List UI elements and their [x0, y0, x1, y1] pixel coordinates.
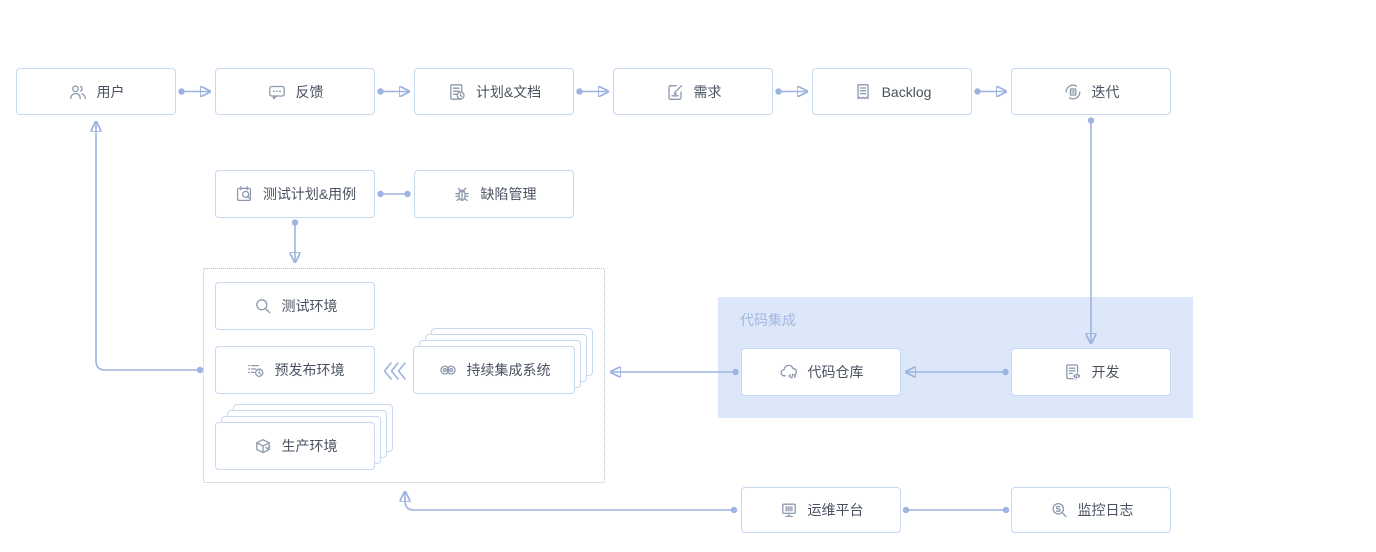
node-defect: 缺陷管理	[414, 170, 574, 218]
node-plan-doc: 计划&文档	[414, 68, 574, 115]
bug-icon	[452, 184, 472, 204]
node-label: 生产环境	[281, 438, 338, 454]
node-test-env: 测试环境	[215, 282, 375, 330]
connector-user-feedback	[178, 88, 209, 94]
node-staging-env: 预发布环境	[215, 346, 375, 394]
node-ci-system: 持续集成系统	[413, 346, 575, 394]
document-code-icon	[1063, 362, 1083, 382]
connector-testplan-defect	[377, 190, 411, 198]
node-prod-env: 生产环境	[215, 422, 375, 470]
connector-ops-environments	[405, 493, 738, 514]
node-dev: 开发	[1011, 348, 1171, 396]
node-label: 测试计划&用例	[262, 186, 357, 202]
node-label: 计划&文档	[475, 83, 542, 100]
node-label: 预发布环境	[274, 362, 345, 378]
comment-dots-icon	[267, 82, 287, 102]
document-clock-icon	[447, 82, 467, 102]
clipboard-search-icon	[234, 184, 254, 204]
connector-requirement-backlog	[775, 88, 806, 94]
node-label: 用户	[96, 83, 125, 100]
log-search-icon	[1049, 500, 1069, 520]
connector-testplan-environments	[292, 219, 298, 261]
environments-group	[203, 268, 605, 483]
users-icon	[68, 82, 88, 102]
package-check-icon	[253, 436, 273, 456]
node-label: 持续集成系统	[466, 362, 551, 378]
node-label: 开发	[1091, 364, 1120, 380]
triple-chevron-left-icon	[382, 360, 406, 387]
connector-dev-coderepo	[907, 369, 1009, 375]
node-monitor-log: 监控日志	[1011, 487, 1171, 533]
connector-plan-requirement	[576, 88, 607, 94]
cycle-list-icon	[1063, 82, 1083, 102]
node-label: 反馈	[295, 83, 324, 100]
connector-iteration-dev	[1088, 117, 1094, 342]
document-edit-icon	[665, 82, 685, 102]
node-label: 测试环境	[281, 298, 338, 314]
node-ops-platform: 运维平台	[741, 487, 901, 533]
monitor-icon	[779, 500, 799, 520]
node-iteration: 迭代	[1011, 68, 1171, 115]
cloud-code-icon	[779, 362, 799, 382]
node-code-repo: 代码仓库	[741, 348, 901, 396]
connector-backlog-iteration	[974, 88, 1005, 94]
linked-circles-icon	[438, 360, 458, 380]
node-label: Backlog	[881, 83, 932, 100]
connector-environments-user	[96, 123, 204, 374]
receipt-list-icon	[853, 82, 873, 102]
node-backlog: Backlog	[812, 68, 972, 115]
node-label: 代码仓库	[807, 364, 864, 380]
node-label: 迭代	[1091, 83, 1120, 100]
connector-coderepo-environments	[612, 369, 739, 375]
node-label: 监控日志	[1077, 502, 1134, 518]
connector-ops-monitorlog	[902, 506, 1010, 514]
node-label: 需求	[693, 83, 722, 100]
node-requirement: 需求	[613, 68, 773, 115]
node-feedback: 反馈	[215, 68, 375, 115]
connector-feedback-plan	[377, 88, 408, 94]
node-user: 用户	[16, 68, 176, 115]
magnifier-icon	[253, 296, 273, 316]
list-clock-icon	[246, 360, 266, 380]
node-label: 运维平台	[807, 502, 864, 518]
node-test-plan: 测试计划&用例	[215, 170, 375, 218]
node-label: 缺陷管理	[480, 186, 537, 202]
code-integration-label: 代码集成	[740, 312, 796, 328]
